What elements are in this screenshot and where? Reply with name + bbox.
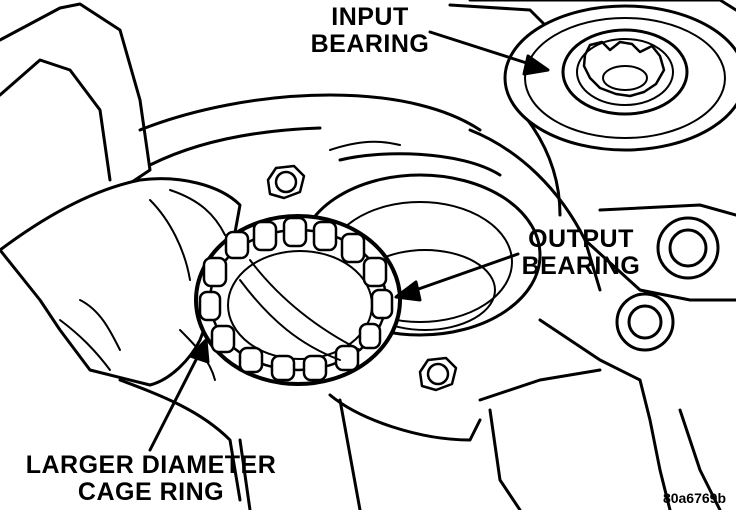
output-bearing-leader bbox=[408, 252, 520, 294]
output-bearing-arrowhead bbox=[394, 280, 422, 302]
output-bearing-label-line1: OUTPUT bbox=[528, 225, 634, 253]
cage-ring-arrowhead bbox=[188, 338, 210, 364]
housing-bores bbox=[615, 216, 720, 352]
cage-ring-label-line1: LARGER DIAMETER bbox=[25, 451, 277, 479]
output-bearing-label-line2: BEARING bbox=[521, 252, 641, 280]
input-bearing bbox=[503, 4, 736, 152]
leader-arrows bbox=[148, 30, 550, 452]
bearing-rollers bbox=[198, 216, 394, 382]
bolts bbox=[266, 164, 458, 392]
input-bearing-label-line2: BEARING bbox=[310, 30, 430, 58]
output-bearing-label: OUTPUT BEARING bbox=[506, 226, 656, 280]
input-bearing-arrowhead bbox=[522, 54, 550, 76]
figure-id: 80a6769b bbox=[662, 490, 726, 506]
technician-hand bbox=[0, 177, 242, 502]
cage-ring-label-line2: CAGE RING bbox=[77, 478, 225, 506]
output-bearing-cage bbox=[194, 214, 402, 386]
cage-ring-leader bbox=[148, 350, 202, 452]
input-bearing-label: INPUT BEARING bbox=[300, 4, 440, 58]
input-bearing-leader bbox=[428, 30, 538, 68]
cage-ring-label: LARGER DIAMETER CAGE RING bbox=[6, 452, 296, 506]
input-bearing-label-line1: INPUT bbox=[331, 3, 409, 31]
